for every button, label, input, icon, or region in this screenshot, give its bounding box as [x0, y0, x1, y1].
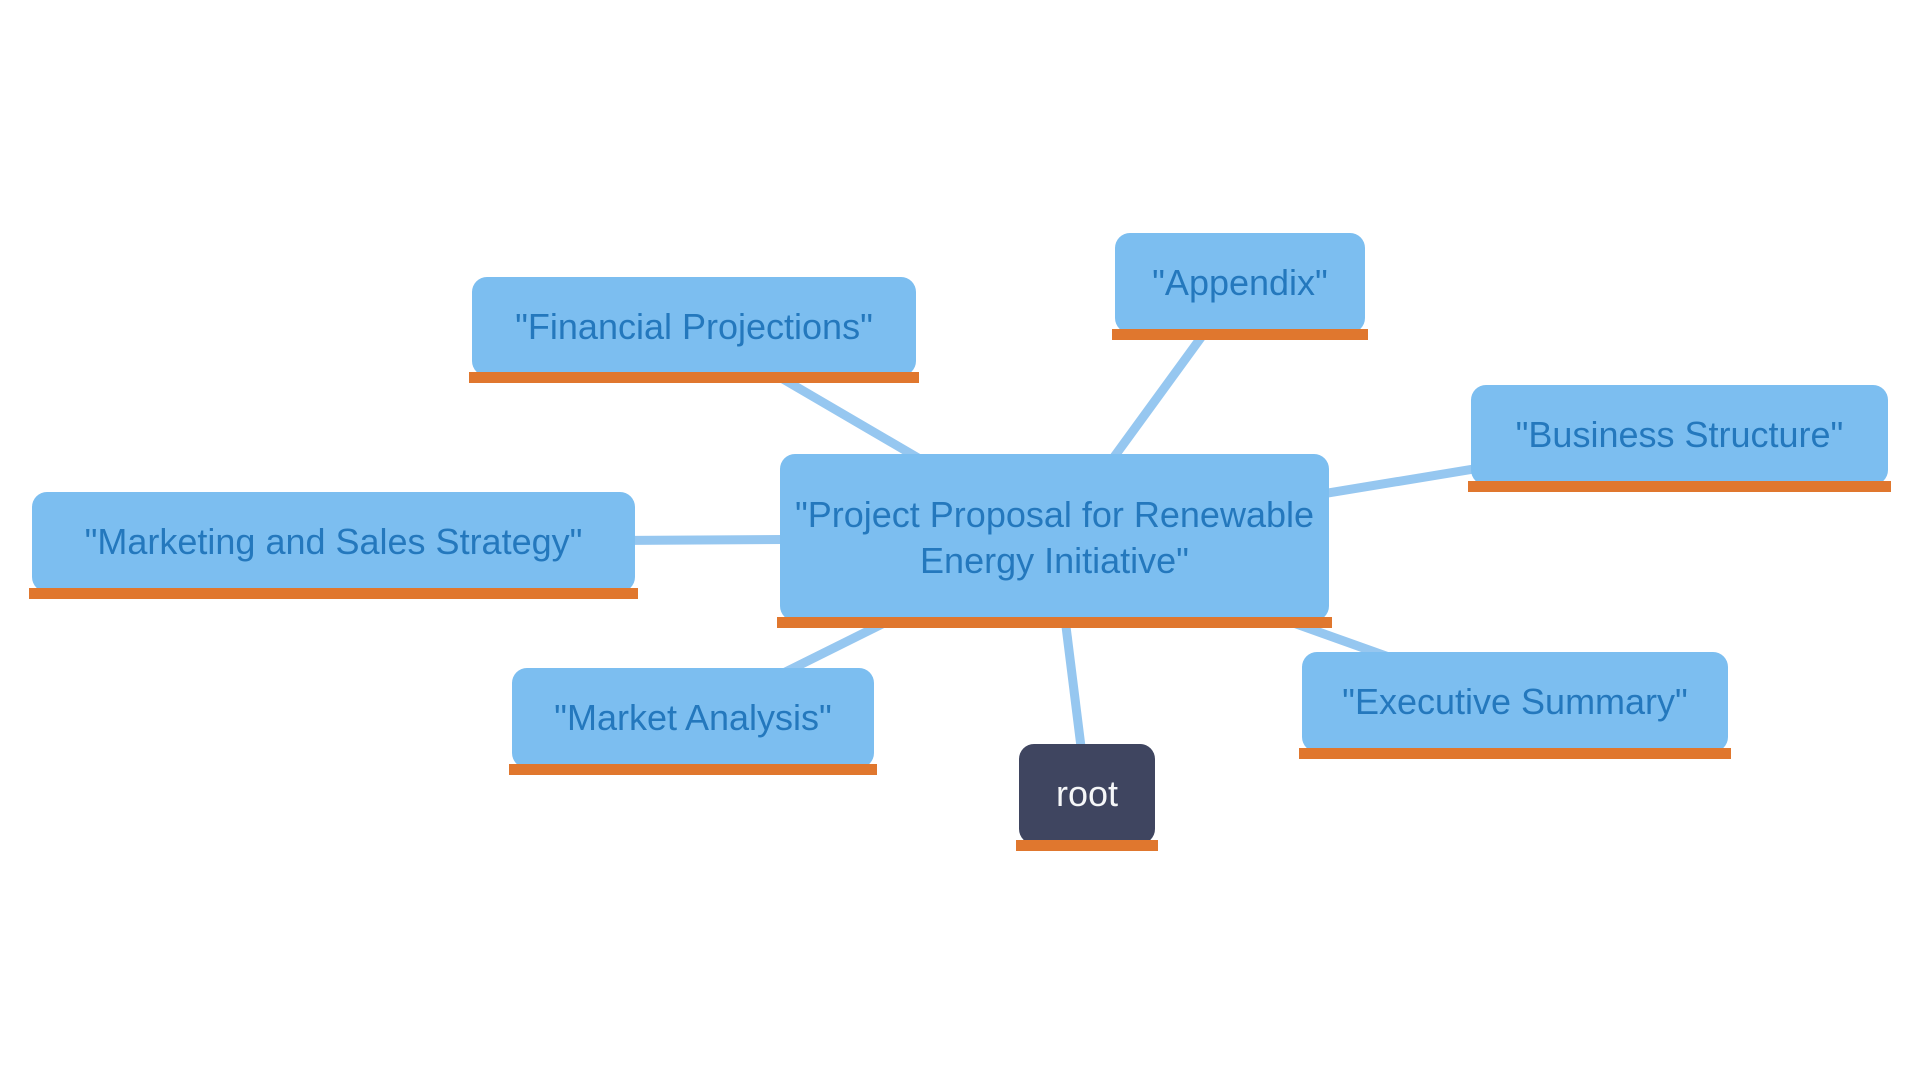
node-underline: [1016, 840, 1158, 851]
node-root: root: [1016, 744, 1158, 851]
node-root-label: root: [1055, 773, 1119, 814]
node-center-label: "Project Proposal for Renewable Energy I…: [794, 493, 1315, 581]
node-executive-summary-label: "Executive Summary": [1342, 681, 1688, 722]
node-underline: [29, 588, 638, 599]
node-financial-projections: "Financial Projections": [469, 277, 919, 383]
node-marketing-and-sales-strategy: "Marketing and Sales Strategy": [29, 492, 638, 599]
node-business-structure: "Business Structure": [1468, 385, 1891, 492]
node-appendix-label: "Appendix": [1152, 262, 1328, 303]
node-business-structure-label: "Business Structure": [1515, 414, 1844, 455]
node-market-analysis-label: "Market Analysis": [554, 697, 832, 738]
node-financial-projections-label: "Financial Projections": [515, 305, 873, 347]
node-market-analysis: "Market Analysis": [509, 668, 877, 775]
node-appendix: "Appendix": [1112, 233, 1368, 340]
node-underline: [1468, 481, 1891, 492]
node-executive-summary: "Executive Summary": [1299, 652, 1731, 759]
node-underline: [1299, 748, 1731, 759]
node-center-project-proposal: "Project Proposal for Renewable Energy I…: [777, 454, 1332, 628]
node-underline: [509, 764, 877, 775]
node-underline: [469, 372, 919, 383]
node-underline: [777, 617, 1332, 628]
node-marketing-and-sales-strategy-label: "Marketing and Sales Strategy": [84, 521, 583, 562]
node-underline: [1112, 329, 1368, 340]
